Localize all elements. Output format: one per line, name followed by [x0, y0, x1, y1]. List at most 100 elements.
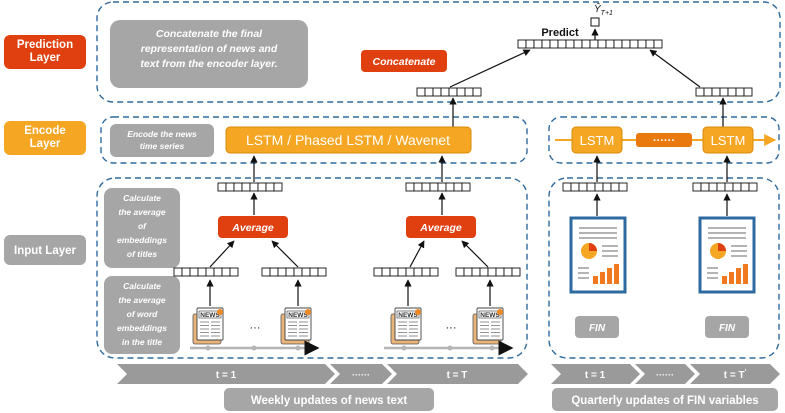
vector-cell — [653, 39, 663, 49]
timeline-fin-t1: t = 1 — [585, 370, 606, 381]
average-label-1: Average — [231, 222, 274, 234]
vector-cell — [735, 87, 745, 97]
fin-vector-1 — [562, 182, 628, 192]
article-vector-1 — [173, 267, 239, 277]
prediction-layer-label-box — [4, 35, 86, 69]
vector-cell — [421, 182, 431, 192]
vector-cell — [217, 182, 227, 192]
vector-cell — [413, 182, 423, 192]
fin-label-1: FIN — [589, 323, 606, 334]
article-vector-2 — [261, 267, 327, 277]
article-vector-4 — [455, 267, 521, 277]
prediction-output-box — [590, 17, 600, 27]
vector-cell — [373, 267, 383, 277]
newspaper-icon: NEWS — [280, 307, 312, 345]
average-box-2 — [406, 216, 476, 238]
predict-label: Predict — [541, 27, 579, 39]
vector-cell — [381, 267, 391, 277]
encode-note-box — [110, 124, 214, 157]
lstm-variants-label: LSTM / Phased LSTM / Wavenet — [246, 132, 450, 148]
vector-cell — [479, 267, 489, 277]
vector-cell — [261, 267, 271, 277]
timeline-chevron-fin-dots — [635, 364, 695, 384]
fin-final-vector — [695, 87, 753, 97]
timeline-chevron-fin-t1 — [551, 364, 640, 384]
concatenate-box — [361, 50, 447, 72]
vector-cell — [525, 39, 535, 49]
vector-cell — [594, 182, 604, 192]
vector-cell — [229, 267, 239, 277]
input-layer-label-box — [4, 235, 86, 265]
avg-titles-note-box — [104, 188, 180, 268]
footer-news-caption: Weekly updates of news text — [251, 395, 408, 407]
vector-cell — [562, 182, 572, 192]
vector-cell — [309, 267, 319, 277]
vector-cell — [301, 267, 311, 277]
vector-cell — [241, 182, 251, 192]
article2-to-average-arrow — [271, 240, 299, 268]
vector-cell — [711, 87, 721, 97]
vector-cell — [413, 267, 423, 277]
vector-cell — [511, 267, 521, 277]
vector-cell — [637, 39, 647, 49]
fin-label-box-1 — [575, 316, 619, 338]
vector-cell — [445, 182, 455, 192]
vector-cell — [421, 267, 431, 277]
financial-report-icon — [698, 216, 756, 294]
vector-cell — [570, 182, 580, 192]
timeline-dot — [205, 345, 211, 351]
vector-cell — [517, 39, 527, 49]
input-panel-fin — [548, 177, 780, 359]
vector-cell — [621, 39, 631, 49]
svg-text:NEWS: NEWS — [398, 312, 418, 319]
vector-cell — [565, 39, 575, 49]
timeline-fin-dots: ······ — [656, 370, 674, 380]
fin-label-box-2 — [705, 316, 749, 338]
article3-to-average-arrow — [409, 240, 425, 268]
timeline-dot — [489, 345, 495, 351]
timeline-dot — [295, 345, 301, 351]
lstm-right-box — [702, 126, 754, 154]
weekT-title-vector — [405, 182, 471, 192]
article-vector-3 — [373, 267, 439, 277]
vector-cell — [724, 182, 734, 192]
vector-cell — [225, 182, 235, 192]
vector-cell — [597, 39, 607, 49]
lstm-variants-box — [225, 126, 472, 154]
vector-cell — [586, 182, 596, 192]
vector-cell — [389, 267, 399, 277]
news-to-concat-arrow — [449, 49, 531, 88]
news-final-vector — [416, 87, 482, 97]
vector-cell — [645, 39, 655, 49]
vector-cell — [437, 182, 447, 192]
vector-cell — [578, 182, 588, 192]
vector-cell — [708, 182, 718, 192]
avg-words-note-box — [104, 276, 180, 354]
newspaper-icon: NEWS — [390, 307, 422, 345]
vector-cell — [317, 267, 327, 277]
timeline-dot — [401, 345, 407, 351]
ellipsis-week1: ··· — [250, 322, 261, 334]
vector-cell — [277, 267, 287, 277]
timeline-fin-tT: t = T' — [724, 369, 747, 381]
svg-text:NEWS: NEWS — [288, 312, 308, 319]
vector-cell — [461, 182, 471, 192]
vector-cell — [181, 267, 191, 277]
vector-cell — [257, 182, 267, 192]
vector-cell — [432, 87, 442, 97]
fin-to-concat-arrow — [649, 49, 701, 88]
vector-cell — [605, 39, 615, 49]
vector-cell — [269, 267, 279, 277]
vector-cell — [197, 267, 207, 277]
lstm-middle-connector — [636, 133, 692, 147]
vector-cell — [557, 39, 567, 49]
prediction-note-box — [110, 20, 308, 88]
prediction-panel — [96, 1, 781, 103]
lstm-left-label: LSTM — [580, 133, 615, 148]
input-layer-label: Input Layer — [14, 245, 77, 257]
vector-cell — [424, 87, 434, 97]
vector-cell — [471, 267, 481, 277]
newspaper-icon: NEWS — [472, 307, 504, 345]
